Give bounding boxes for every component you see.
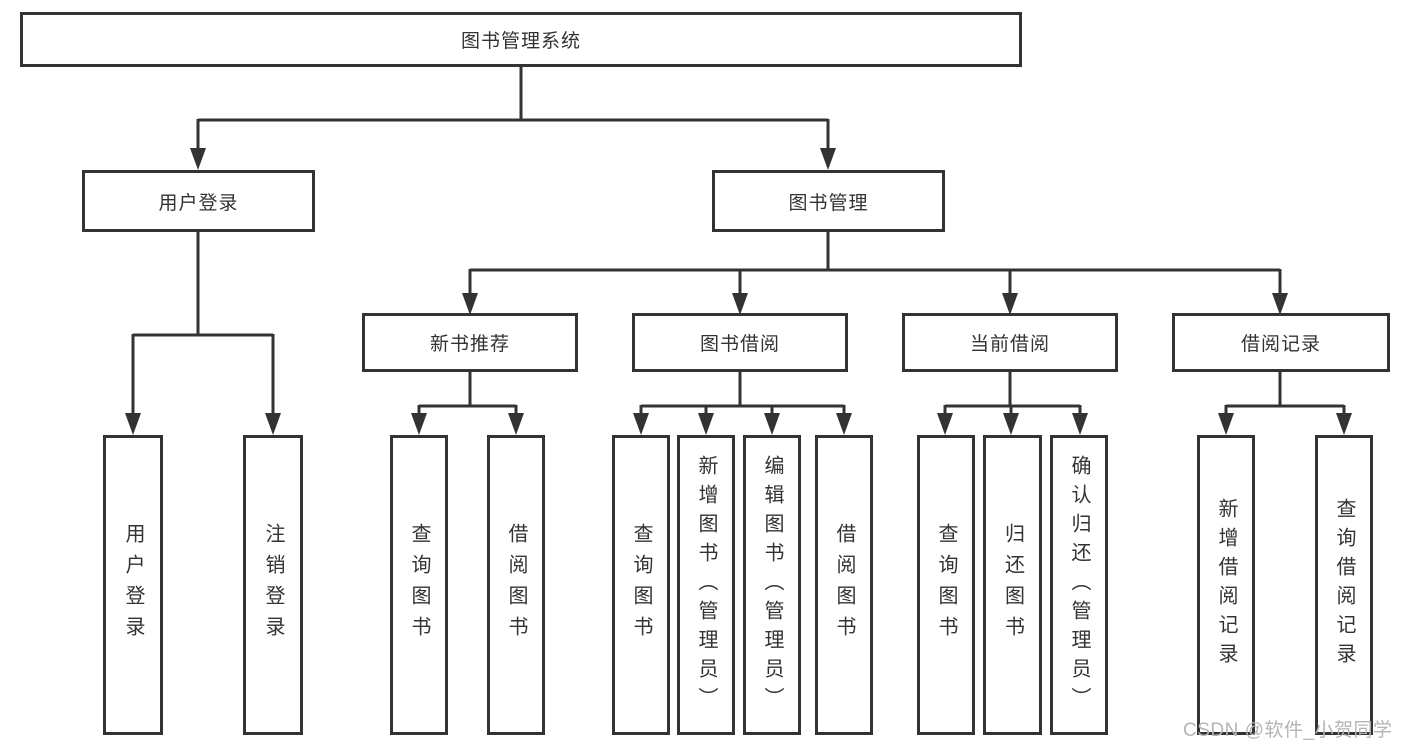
node-leaf-query-borrow-record: 查询借阅记录 [1315, 435, 1373, 735]
node-label: 借阅记录 [1240, 334, 1321, 355]
node-label: 新增借阅记录 [1215, 498, 1237, 672]
node-label: 新书推荐 [429, 334, 510, 355]
node-label: 查询图书 [408, 523, 430, 647]
node-label: 查询图书 [630, 523, 652, 647]
node-leaf-add-book-admin: 新增图书（管理员） [677, 435, 735, 735]
node-label: 查询借阅记录 [1333, 498, 1355, 672]
node-label: 当前借阅 [969, 334, 1050, 355]
node-leaf-query-books-current: 查询图书 [917, 435, 975, 735]
node-leaf-logout: 注销登录 [243, 435, 303, 735]
node-new-book-recommendation: 新书推荐 [362, 313, 578, 372]
node-leaf-borrow-books: 借阅图书 [815, 435, 873, 735]
node-library-system: 图书管理系统 [20, 12, 1022, 67]
node-label: 图书管理 [788, 192, 869, 214]
node-borrowing-records: 借阅记录 [1172, 313, 1390, 372]
node-label: 图书借阅 [699, 334, 780, 355]
node-leaf-query-books-recommend: 查询图书 [390, 435, 448, 735]
node-user-login: 用户登录 [82, 170, 315, 232]
node-label: 编辑图书（管理员） [761, 454, 783, 716]
node-leaf-user-login: 用户登录 [103, 435, 163, 735]
node-current-borrowing: 当前借阅 [902, 313, 1118, 372]
node-leaf-query-books-borrow: 查询图书 [612, 435, 670, 735]
node-label: 借阅图书 [833, 523, 855, 647]
node-label: 新增图书（管理员） [695, 454, 717, 716]
node-label: 用户登录 [122, 523, 144, 647]
node-leaf-borrow-books-recommend: 借阅图书 [487, 435, 545, 735]
node-label: 借阅图书 [505, 523, 527, 647]
node-leaf-edit-book-admin: 编辑图书（管理员） [743, 435, 801, 735]
csdn-watermark: CSDN @软件_小贺同学 [1183, 720, 1393, 741]
node-book-borrowing: 图书借阅 [632, 313, 848, 372]
node-leaf-add-borrow-record: 新增借阅记录 [1197, 435, 1255, 735]
node-leaf-confirm-return-admin: 确认归还（管理员） [1050, 435, 1108, 735]
node-label: 确认归还（管理员） [1068, 454, 1090, 716]
node-leaf-return-book: 归还图书 [983, 435, 1042, 735]
node-book-management: 图书管理 [712, 170, 945, 232]
node-label: 归还图书 [1001, 523, 1024, 647]
node-label: 查询图书 [935, 523, 957, 647]
node-label: 用户登录 [158, 192, 239, 214]
node-label: 注销登录 [262, 523, 284, 647]
node-label: 图书管理系统 [460, 31, 581, 52]
